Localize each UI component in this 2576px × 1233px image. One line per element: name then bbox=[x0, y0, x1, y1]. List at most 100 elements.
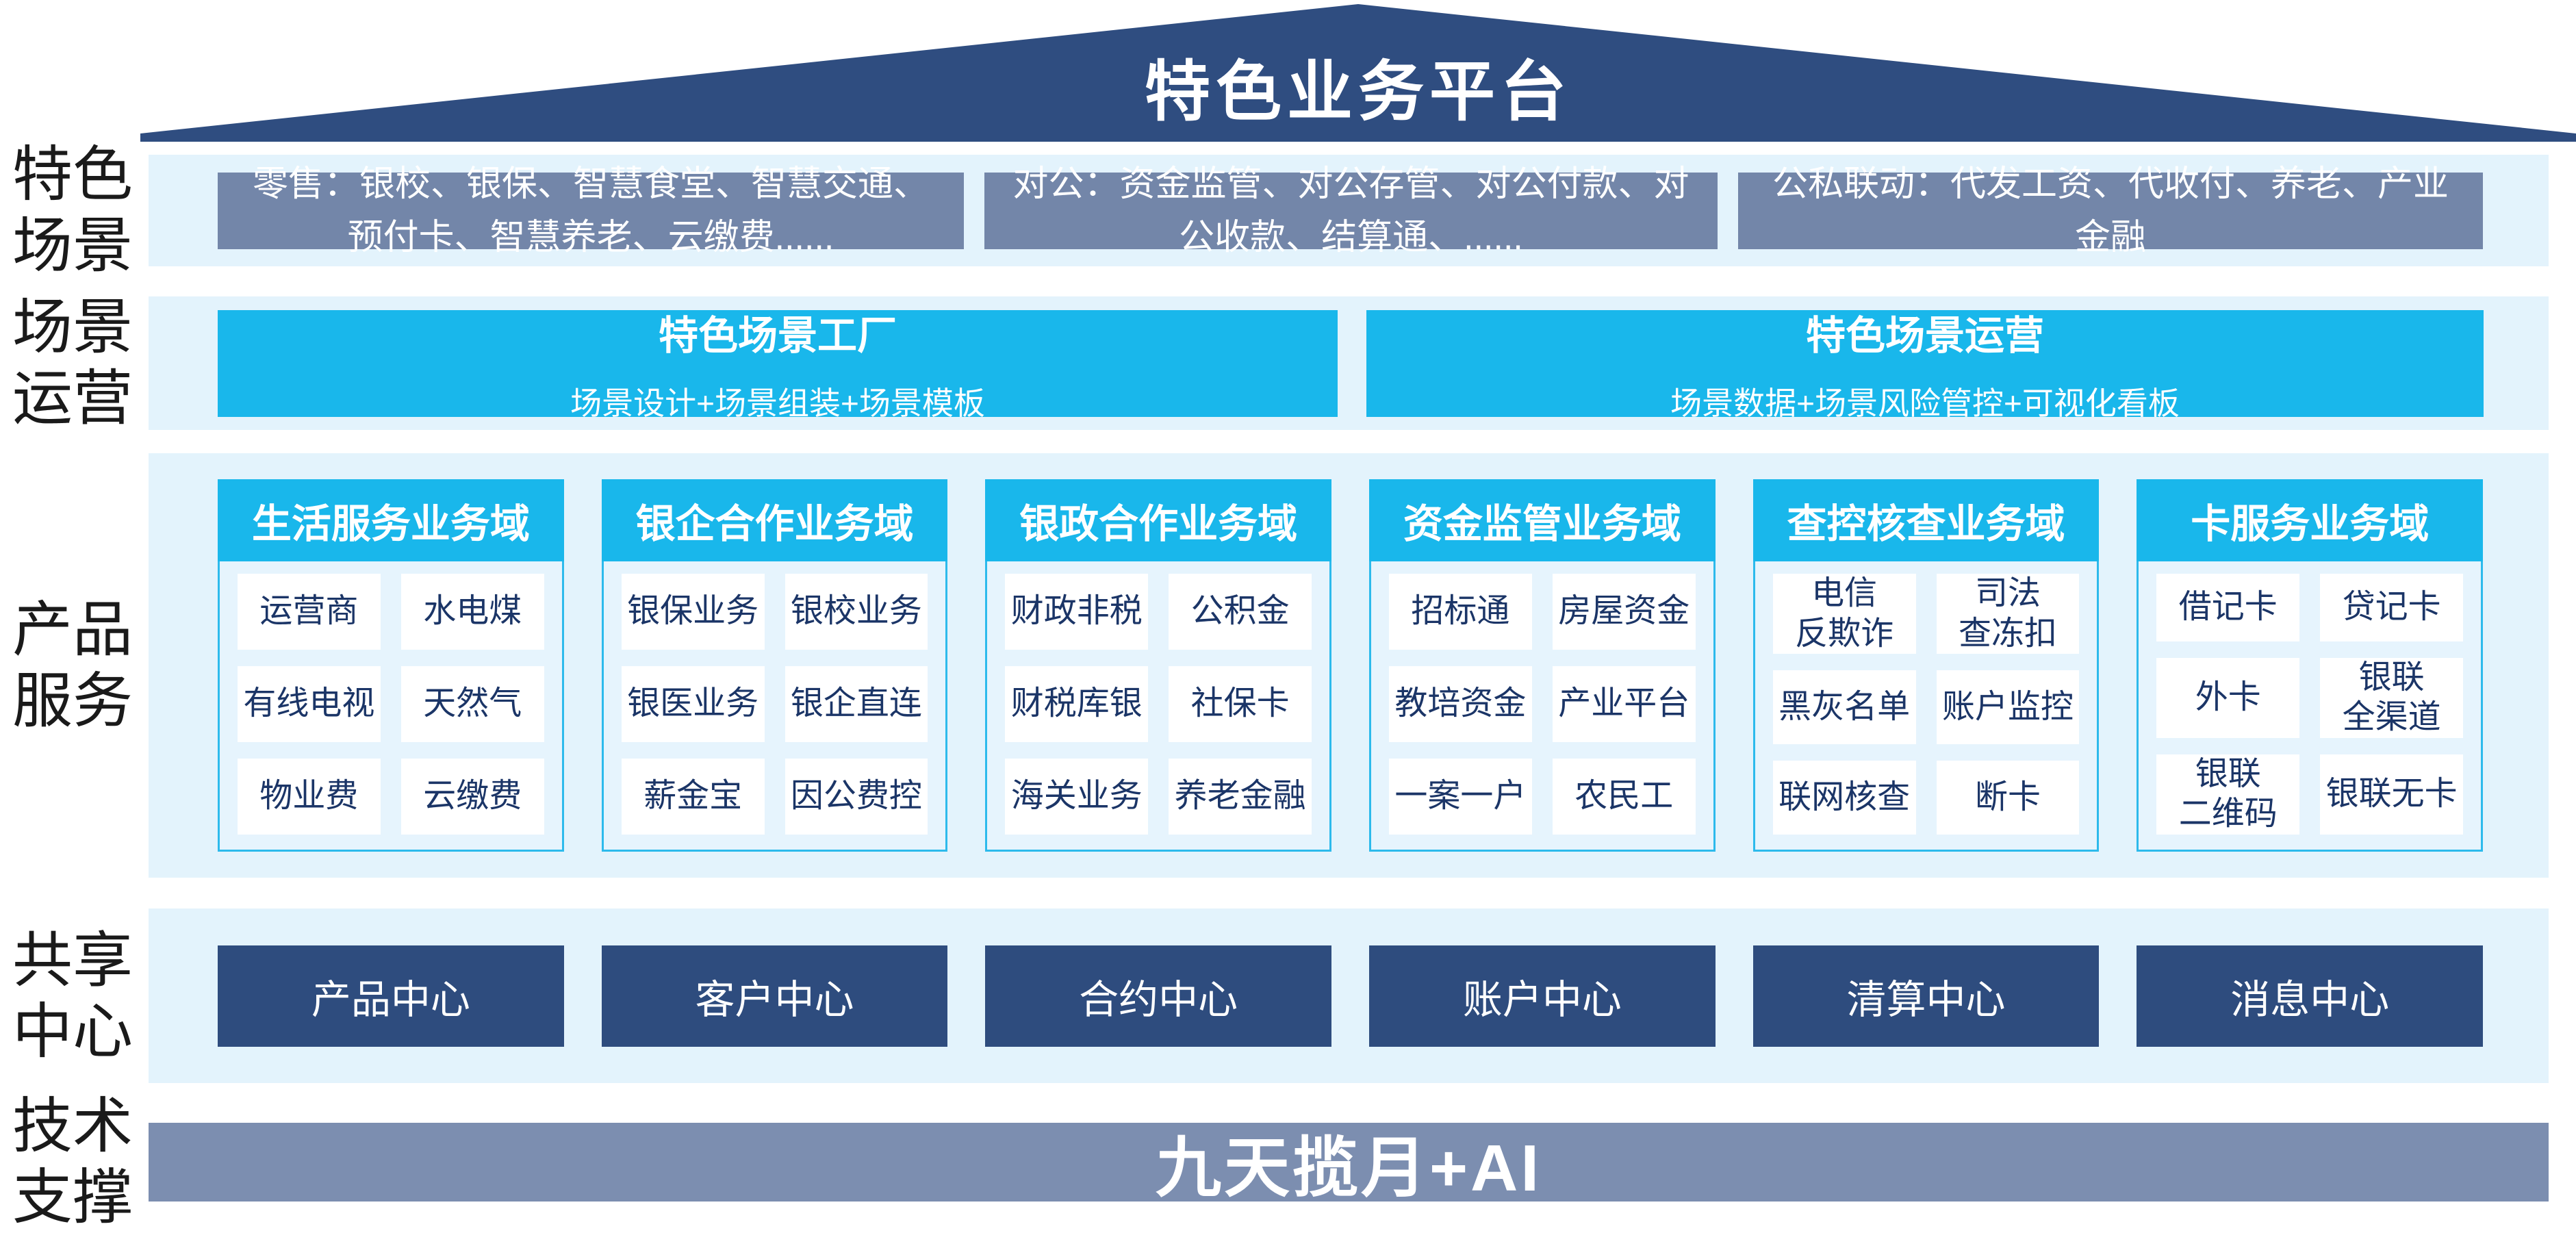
tech-support-bar: 九天揽月+AI bbox=[149, 1123, 2549, 1205]
cell-row: 一案一户 农民工 bbox=[1389, 759, 1696, 835]
side-label-scenarios: 特色 场景 bbox=[12, 140, 133, 279]
product-column-bank-government: 银政合作业务域 财政非税 公积金 财税库银 社保卡 海关业务 养老金融 bbox=[985, 479, 1332, 852]
product-cell: 账户监控 bbox=[1936, 670, 2080, 745]
shared-centers-band: 产品中心 客户中心 合约中心 账户中心 清算中心 消息中心 bbox=[149, 908, 2549, 1083]
product-cell: 产业平台 bbox=[1552, 666, 1696, 742]
product-column-body: 电信 反欺诈 司法 查冻扣 黑灰名单 账户监控 联网核查 断卡 bbox=[1752, 561, 2100, 852]
product-column-header: 银政合作业务域 bbox=[985, 479, 1332, 561]
product-column-header: 卡服务业务域 bbox=[2137, 479, 2484, 561]
center-box-customer: 客户中心 bbox=[601, 945, 948, 1047]
op-box-title: 特色场景工厂 bbox=[658, 313, 897, 358]
products-band: 生活服务业务域 运营商 水电煤 有线电视 天然气 物业费 云缴费 银企合作业务域 bbox=[149, 453, 2549, 878]
product-cell: 公积金 bbox=[1169, 574, 1312, 650]
cell-row: 财税库银 社保卡 bbox=[1005, 666, 1312, 742]
operations-band: 特色场景工厂 场景设计+场景组装+场景模板 特色场景运营 场景数据+场景风险管控… bbox=[149, 296, 2549, 430]
side-label-shared: 共享 中心 bbox=[12, 926, 133, 1065]
product-cell: 天然气 bbox=[400, 666, 544, 742]
product-column-body: 运营商 水电煤 有线电视 天然气 物业费 云缴费 bbox=[218, 561, 564, 852]
product-column-header: 生活服务业务域 bbox=[218, 479, 564, 561]
product-cell: 薪金宝 bbox=[621, 759, 765, 835]
center-box-message: 消息中心 bbox=[2137, 945, 2484, 1047]
product-column-body: 招标通 房屋资金 教培资金 产业平台 一案一户 农民工 bbox=[1369, 561, 1716, 852]
product-cell: 外卡 bbox=[2156, 657, 2300, 738]
cell-row: 银联 二维码 银联无卡 bbox=[2156, 754, 2464, 835]
product-column-header: 查控核查业务域 bbox=[1752, 479, 2100, 561]
product-column-body: 财政非税 公积金 财税库银 社保卡 海关业务 养老金融 bbox=[985, 561, 1332, 852]
center-box-contract: 合约中心 bbox=[985, 945, 1332, 1047]
product-cell: 云缴费 bbox=[400, 759, 544, 835]
product-column-fund-supervision: 资金监管业务域 招标通 房屋资金 教培资金 产业平台 一案一户 农民工 bbox=[1369, 479, 1716, 852]
product-cell: 借记卡 bbox=[2156, 574, 2300, 641]
product-cell: 海关业务 bbox=[1005, 759, 1149, 835]
product-cell: 房屋资金 bbox=[1552, 574, 1696, 650]
product-cell: 司法 查冻扣 bbox=[1936, 574, 2080, 654]
product-column-body: 银保业务 银校业务 银医业务 银企直连 薪金宝 因公费控 bbox=[601, 561, 948, 852]
product-cell: 财政非税 bbox=[1005, 574, 1149, 650]
cell-row: 有线电视 天然气 bbox=[238, 666, 544, 742]
scenario-box-corporate: 对公：资金监管、对公存管、对公付款、对公收款、结算通、...... bbox=[984, 164, 1718, 257]
product-cell: 银保业务 bbox=[621, 574, 765, 650]
product-cell: 一案一户 bbox=[1389, 759, 1532, 835]
product-cell: 有线电视 bbox=[238, 666, 381, 742]
product-cell: 物业费 bbox=[238, 759, 381, 835]
product-cell: 因公费控 bbox=[785, 759, 928, 835]
cell-row: 电信 反欺诈 司法 查冻扣 bbox=[1772, 574, 2080, 654]
cell-row: 薪金宝 因公费控 bbox=[621, 759, 928, 835]
center-box-product: 产品中心 bbox=[218, 945, 564, 1047]
product-column-header: 资金监管业务域 bbox=[1369, 479, 1716, 561]
cell-row: 银医业务 银企直连 bbox=[621, 666, 928, 742]
product-cell: 银联 全渠道 bbox=[2320, 657, 2464, 738]
scenarios-band: 零售：银校、银保、智慧食堂、智慧交通、预付卡、智慧养老、云缴费...... 对公… bbox=[149, 155, 2549, 266]
product-cell: 银联无卡 bbox=[2320, 754, 2464, 835]
cell-row: 运营商 水电煤 bbox=[238, 574, 544, 650]
cell-row: 教培资金 产业平台 bbox=[1389, 666, 1696, 742]
product-column-header: 银企合作业务域 bbox=[601, 479, 948, 561]
cell-row: 借记卡 贷记卡 bbox=[2156, 574, 2464, 641]
product-cell: 农民工 bbox=[1552, 759, 1696, 835]
product-cell: 养老金融 bbox=[1169, 759, 1312, 835]
scenario-box-retail: 零售：银校、银保、智慧食堂、智慧交通、预付卡、智慧养老、云缴费...... bbox=[218, 164, 964, 257]
product-column-bank-enterprise: 银企合作业务域 银保业务 银校业务 银医业务 银企直连 薪金宝 因公费控 bbox=[601, 479, 948, 852]
cell-row: 外卡 银联 全渠道 bbox=[2156, 657, 2464, 738]
product-column-body: 借记卡 贷记卡 外卡 银联 全渠道 银联 二维码 银联无卡 bbox=[2137, 561, 2484, 852]
side-label-products: 产品 服务 bbox=[12, 596, 133, 735]
tech-support-bar-label: 九天揽月+AI bbox=[1155, 1132, 1542, 1205]
product-cell: 贷记卡 bbox=[2320, 574, 2464, 641]
product-cell: 银联 二维码 bbox=[2156, 754, 2300, 835]
product-cell: 财税库银 bbox=[1005, 666, 1149, 742]
op-box-title: 特色场景运营 bbox=[1805, 313, 2044, 358]
product-cell: 社保卡 bbox=[1169, 666, 1312, 742]
product-cell: 运营商 bbox=[238, 574, 381, 650]
product-cell: 黑灰名单 bbox=[1772, 670, 1916, 745]
op-box-subtitle: 场景设计+场景组装+场景模板 bbox=[570, 385, 985, 421]
op-box-scene-operation: 特色场景运营 场景数据+场景风险管控+可视化看板 bbox=[1366, 309, 2484, 421]
cell-row: 财政非税 公积金 bbox=[1005, 574, 1312, 650]
cell-row: 物业费 云缴费 bbox=[238, 759, 544, 835]
product-column-life-services: 生活服务业务域 运营商 水电煤 有线电视 天然气 物业费 云缴费 bbox=[218, 479, 564, 852]
side-label-tech: 技术 支撑 bbox=[12, 1092, 133, 1231]
product-cell: 银医业务 bbox=[621, 666, 765, 742]
op-box-scene-factory: 特色场景工厂 场景设计+场景组装+场景模板 bbox=[218, 309, 1338, 421]
product-cell: 断卡 bbox=[1936, 761, 2080, 835]
cell-row: 黑灰名单 账户监控 bbox=[1772, 670, 2080, 745]
product-column-inquiry-control: 查控核查业务域 电信 反欺诈 司法 查冻扣 黑灰名单 账户监控 联网核查 断卡 bbox=[1752, 479, 2100, 852]
product-cell: 招标通 bbox=[1389, 574, 1532, 650]
center-box-account: 账户中心 bbox=[1369, 945, 1716, 1047]
side-label-operations: 场景 运营 bbox=[12, 293, 133, 432]
op-box-subtitle: 场景数据+场景风险管控+可视化看板 bbox=[1670, 385, 2180, 421]
cell-row: 招标通 房屋资金 bbox=[1389, 574, 1696, 650]
platform-roof-banner: 特色业务平台 bbox=[140, 4, 2576, 142]
product-cell: 水电煤 bbox=[400, 574, 544, 650]
product-cell: 联网核查 bbox=[1772, 761, 1916, 835]
cell-row: 银保业务 银校业务 bbox=[621, 574, 928, 650]
product-cell: 教培资金 bbox=[1389, 666, 1532, 742]
platform-title: 特色业务平台 bbox=[1145, 55, 1572, 129]
product-cell: 银校业务 bbox=[785, 574, 928, 650]
scenario-box-public-private: 公私联动：代发工资、代收付、养老、产业金融 bbox=[1738, 164, 2483, 257]
center-box-clearing: 清算中心 bbox=[1752, 945, 2100, 1047]
cell-row: 海关业务 养老金融 bbox=[1005, 759, 1312, 835]
product-column-card-services: 卡服务业务域 借记卡 贷记卡 外卡 银联 全渠道 银联 二维码 银联无卡 bbox=[2137, 479, 2484, 852]
product-cell: 银企直连 bbox=[785, 666, 928, 742]
product-cell: 电信 反欺诈 bbox=[1772, 574, 1916, 654]
